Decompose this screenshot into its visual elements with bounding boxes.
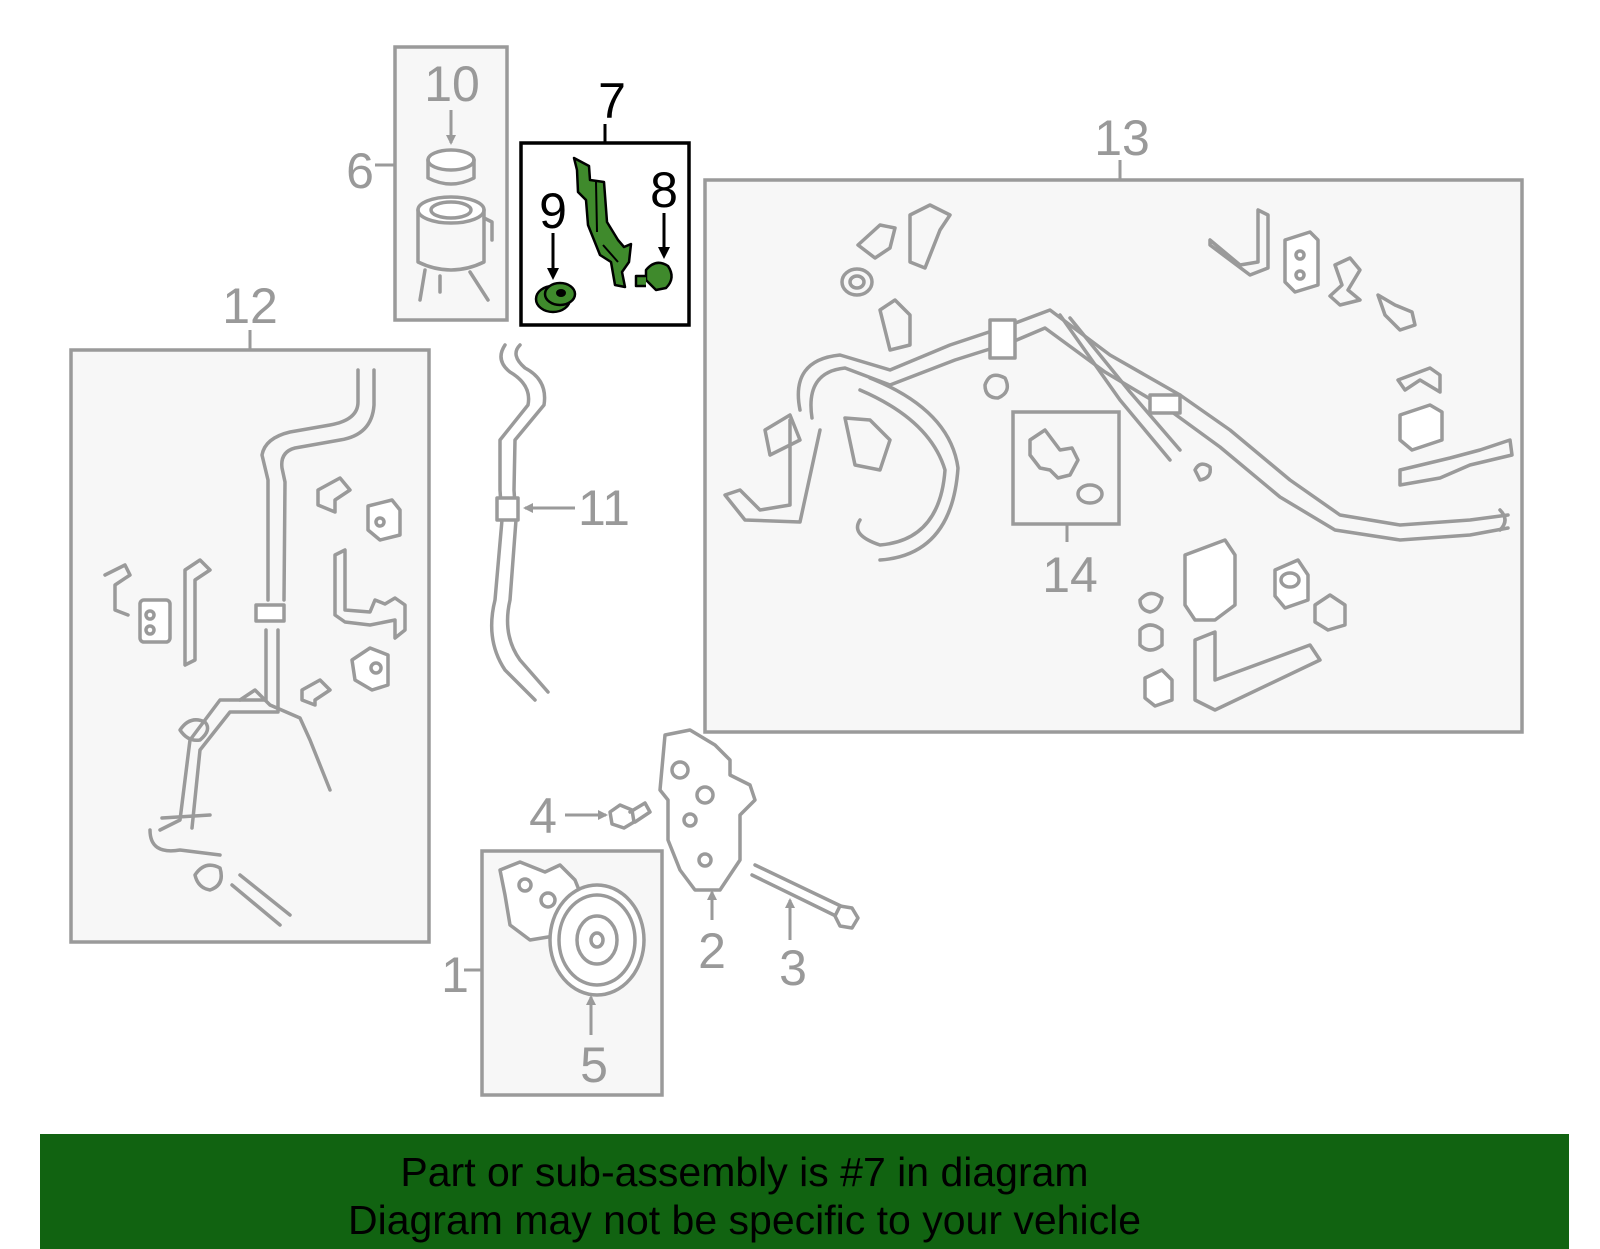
callout-1: 1 [441,947,469,1003]
long-bolt[interactable]: 3 [750,863,860,996]
reservoir-tank [416,195,494,302]
return-line-box [69,348,431,944]
mounting-bracket [572,156,633,289]
reservoir-group[interactable]: 10 6 [346,45,509,322]
banner-line-2: Diagram may not be specific to your vehi… [347,1197,1141,1243]
bushing [534,281,577,314]
hose-clamp [495,496,520,522]
callout-14: 14 [1042,547,1098,603]
short-bolt[interactable]: 4 [529,788,652,844]
sensor-box [1011,410,1121,526]
return-line-group[interactable]: 12 [69,278,431,944]
line-brackets [763,203,1514,712]
clamps-and-brackets [103,476,407,927]
power-steering-pump-group[interactable]: 1 5 [441,849,664,1097]
callout-7: 7 [598,73,626,129]
pressure-line-group[interactable]: 13 [703,110,1524,734]
pressure-hose[interactable]: 11 [489,343,630,702]
bracket-group-highlighted[interactable]: 7 9 8 [519,73,691,327]
banner-line-1: Part or sub-assembly is #7 in diagram [400,1149,1089,1195]
callout-3: 3 [779,940,807,996]
callout-4: 4 [529,788,557,844]
callout-9: 9 [539,183,567,239]
callout-2: 2 [698,923,726,979]
pump-bracket[interactable]: 2 [658,728,757,979]
callout-5: 5 [580,1037,608,1093]
callout-11: 11 [578,480,630,536]
return-hose [148,368,376,857]
notice-banner: Part or sub-assembly is #7 in diagram Di… [40,1134,1569,1249]
callout-8: 8 [650,162,678,218]
reservoir-cap [426,148,476,186]
bolt [634,261,673,292]
sensor-subgroup: 14 [1011,410,1121,603]
pressure-tubes [723,308,1510,562]
callout-13: 13 [1094,110,1150,166]
callout-10: 10 [424,56,480,112]
pump-pulley [548,883,646,997]
callout-6: 6 [346,143,374,199]
callout-12: 12 [222,278,278,334]
